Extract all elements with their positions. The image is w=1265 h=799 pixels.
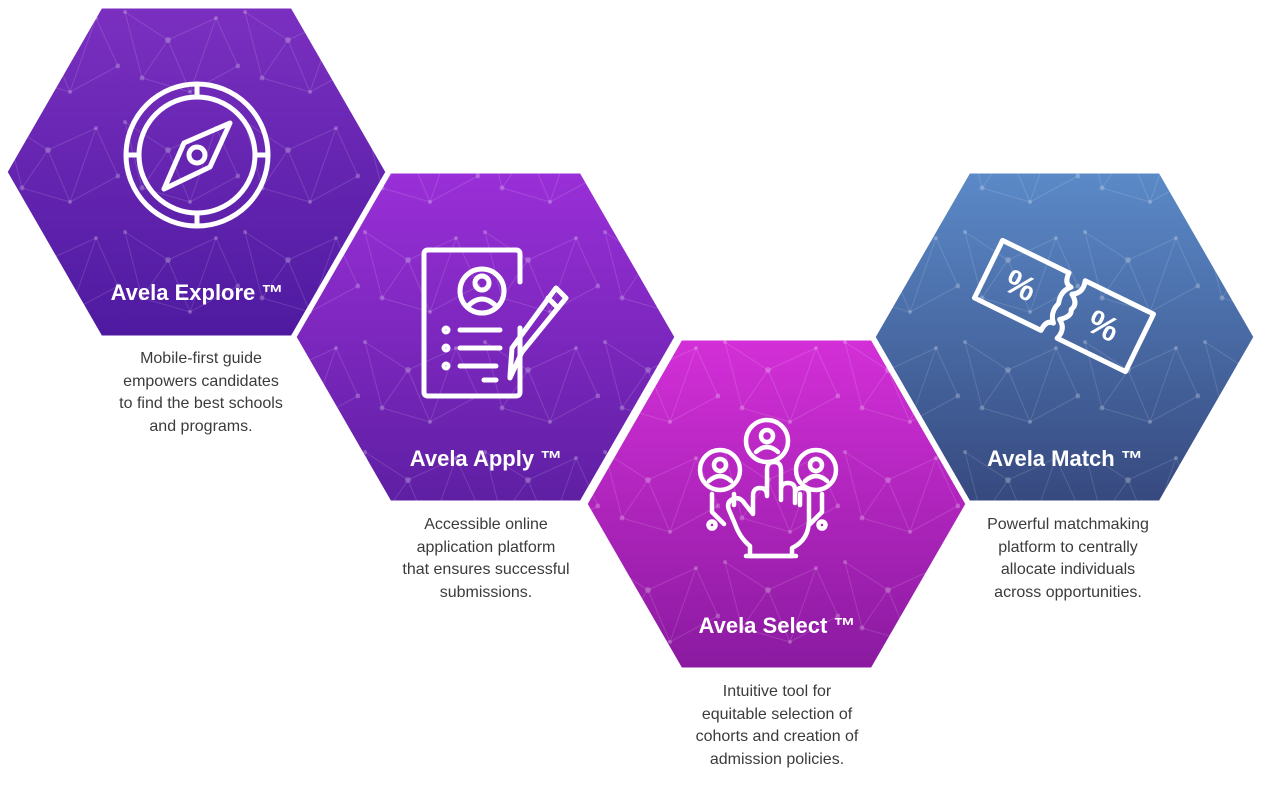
product-title: Avela Select ™ (699, 613, 856, 638)
description-line: platform to centrally (998, 538, 1138, 556)
selection-hand-icon (697, 417, 839, 559)
product-title: Avela Apply ™ (410, 446, 562, 471)
hex-card-select[interactable]: Avela Select ™ (584, 337, 969, 671)
description-line: to find the best schools (119, 395, 283, 412)
hex-card-apply[interactable]: Avela Apply ™ (293, 170, 678, 504)
description-line: Intuitive tool for (722, 683, 832, 700)
description-line: Accessible online (424, 516, 548, 533)
description-line: cohorts and creation of (695, 728, 859, 745)
description-line: and programs. (149, 417, 253, 435)
product-title: Avela Explore ™ (111, 280, 284, 305)
description-line: application platform (416, 538, 556, 556)
description-line: across opportunities. (994, 583, 1142, 601)
description-line: submissions. (439, 583, 533, 601)
match-description: Powerful matchmaking platform to central… (968, 514, 1168, 604)
description-line: allocate individuals (1000, 561, 1136, 578)
description-line: admission policies. (709, 750, 845, 768)
description-line: Mobile-first guide (140, 350, 262, 367)
apply-description: Accessible online application platform t… (386, 514, 586, 604)
description-line: empowers candidates (123, 372, 279, 390)
description-line: that ensures successful (402, 561, 570, 578)
product-title: Avela Match ™ (987, 446, 1143, 471)
compass-icon (123, 81, 271, 229)
select-description: Intuitive tool for equitable selection o… (677, 681, 877, 771)
explore-description: Mobile-first guide empowers candidates t… (101, 348, 301, 438)
description-line: equitable selection of (701, 705, 853, 723)
application-form-icon (421, 247, 569, 399)
hex-card-explore[interactable]: Avela Explore ™ (4, 5, 389, 339)
description-line: Powerful matchmaking (987, 516, 1149, 533)
hex-card-match[interactable]: % % Avela Match ™ (872, 170, 1257, 504)
